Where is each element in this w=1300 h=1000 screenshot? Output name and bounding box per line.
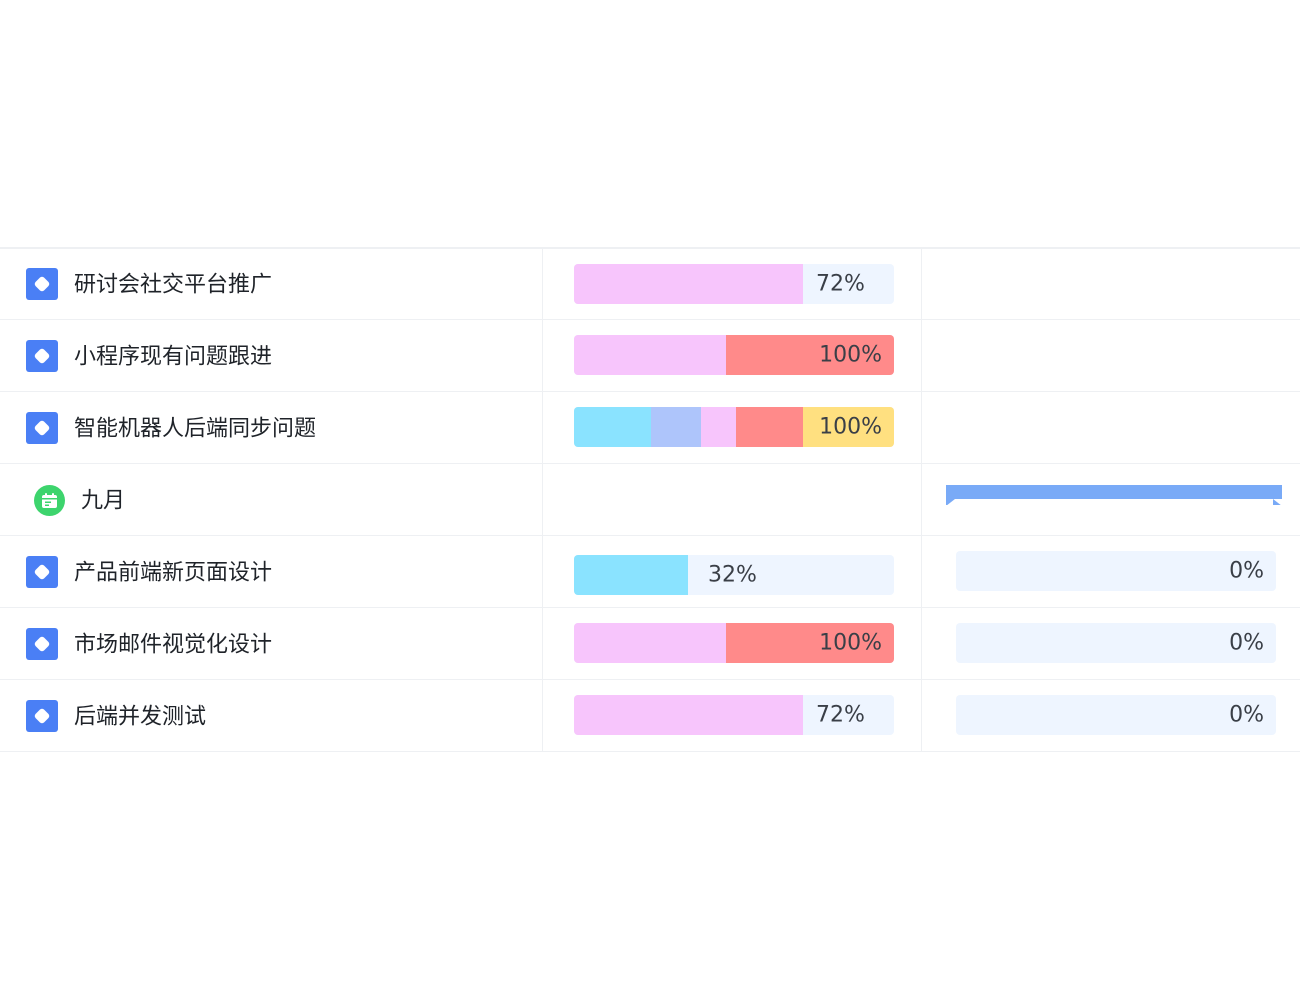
progress-segment bbox=[574, 555, 688, 595]
progress-segment bbox=[803, 407, 894, 447]
progress-segment bbox=[574, 407, 651, 447]
task-table: 研讨会社交平台推广 72% 小程序现有问题跟进 100% 智能机器人后端同步问题 bbox=[0, 247, 1300, 752]
progress-bar: 100% bbox=[574, 335, 894, 375]
table-row[interactable]: 市场邮件视觉化设计 100% 0% bbox=[0, 608, 1300, 680]
progress-label: 72% bbox=[816, 702, 865, 728]
progress-bar: 32% bbox=[574, 555, 894, 595]
milestone-bar[interactable] bbox=[946, 485, 1282, 506]
progress-label: 100% bbox=[819, 630, 882, 656]
task-name[interactable]: 智能机器人后端同步问题 bbox=[74, 415, 317, 441]
milestone-name[interactable]: 九月 bbox=[81, 487, 126, 513]
progress-segment bbox=[574, 264, 803, 304]
table-row[interactable]: 智能机器人后端同步问题 100% bbox=[0, 392, 1300, 464]
table-row[interactable]: 小程序现有问题跟进 100% bbox=[0, 320, 1300, 392]
table-row[interactable]: 研讨会社交平台推广 72% bbox=[0, 249, 1300, 320]
progress-segment bbox=[736, 407, 803, 447]
name-cell: 市场邮件视觉化设计 bbox=[0, 608, 542, 679]
task-icon bbox=[26, 339, 58, 372]
progress-segment bbox=[726, 623, 894, 663]
secondary-progress-bar: 0% bbox=[956, 623, 1276, 663]
task-name[interactable]: 研讨会社交平台推广 bbox=[74, 272, 273, 298]
task-icon bbox=[26, 699, 58, 732]
task-icon bbox=[26, 555, 58, 588]
progress-label: 72% bbox=[816, 271, 865, 297]
progress-segment bbox=[574, 623, 726, 663]
secondary-progress-label: 0% bbox=[1229, 558, 1264, 584]
task-icon bbox=[26, 268, 58, 300]
task-name[interactable]: 后端并发测试 bbox=[74, 703, 207, 729]
progress-bar: 100% bbox=[574, 623, 894, 663]
progress-label: 100% bbox=[819, 342, 882, 368]
progress-segment bbox=[701, 407, 736, 447]
name-cell: 小程序现有问题跟进 bbox=[0, 320, 542, 391]
progress-bar: 72% bbox=[574, 695, 894, 735]
task-icon bbox=[26, 627, 58, 660]
column-divider-2 bbox=[921, 247, 922, 751]
name-cell: 智能机器人后端同步问题 bbox=[0, 392, 542, 463]
calendar-icon bbox=[34, 484, 65, 516]
task-name[interactable]: 小程序现有问题跟进 bbox=[74, 343, 273, 369]
progress-segment bbox=[574, 695, 803, 735]
task-icon bbox=[26, 411, 58, 444]
secondary-progress-label: 0% bbox=[1229, 630, 1264, 656]
progress-segment bbox=[726, 335, 894, 375]
progress-bar: 100% bbox=[574, 407, 894, 447]
progress-label: 100% bbox=[819, 414, 882, 440]
secondary-progress-bar: 0% bbox=[956, 551, 1276, 591]
task-name[interactable]: 市场邮件视觉化设计 bbox=[74, 631, 273, 657]
progress-segment bbox=[651, 407, 701, 447]
name-cell: 产品前端新页面设计 bbox=[0, 536, 542, 607]
secondary-progress-label: 0% bbox=[1229, 702, 1264, 728]
table-row[interactable]: 后端并发测试 72% 0% bbox=[0, 680, 1300, 752]
table-row[interactable]: 产品前端新页面设计 32% 0% bbox=[0, 536, 1300, 608]
milestone-row[interactable]: 九月 bbox=[0, 464, 1300, 536]
name-cell: 九月 bbox=[0, 464, 542, 535]
name-cell: 后端并发测试 bbox=[0, 680, 542, 751]
progress-label: 32% bbox=[708, 562, 757, 588]
secondary-progress-bar: 0% bbox=[956, 695, 1276, 735]
name-cell: 研讨会社交平台推广 bbox=[0, 249, 542, 319]
progress-bar: 72% bbox=[574, 264, 894, 304]
column-divider-1 bbox=[542, 247, 543, 751]
progress-segment bbox=[574, 335, 726, 375]
task-name[interactable]: 产品前端新页面设计 bbox=[74, 559, 273, 585]
